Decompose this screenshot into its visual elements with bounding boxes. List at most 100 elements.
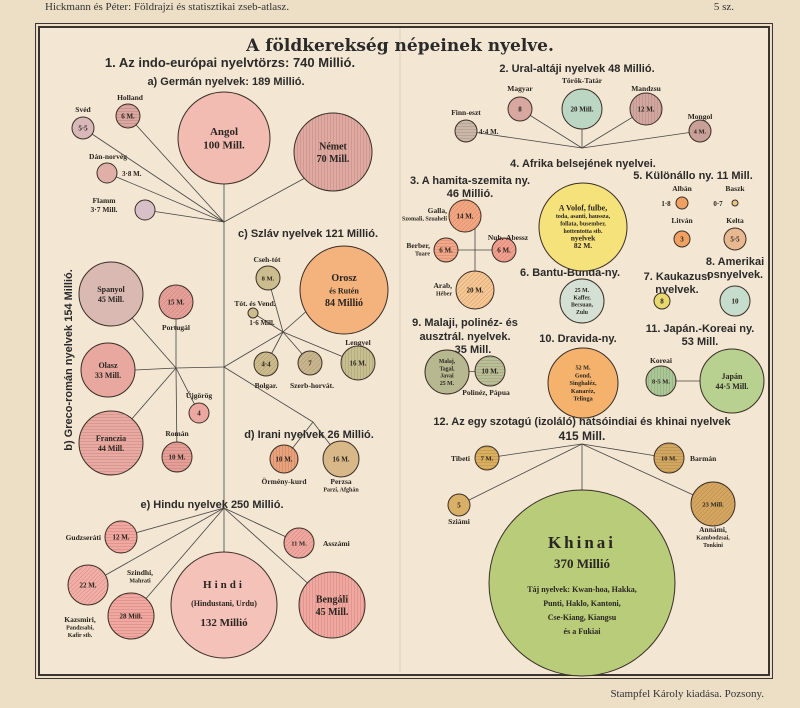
bubble-value: 4 M. bbox=[694, 128, 707, 135]
bubble-label: Kambodzsai, bbox=[696, 536, 730, 542]
language-bubble-amerikai: 10 bbox=[719, 285, 751, 317]
language-bubble-nubabessz: 6 M.Nub.-Abessz bbox=[488, 233, 529, 263]
bubble-circle bbox=[71, 116, 95, 140]
bubble-circle bbox=[538, 182, 628, 272]
bubble-value: Cse-Kiang, Kiangsu bbox=[548, 613, 617, 622]
bubble-value: 20 M. bbox=[466, 286, 483, 294]
bubble-value: 8 M. bbox=[262, 275, 275, 282]
bubble-value: 20 Mill. bbox=[571, 105, 594, 113]
bubble-circle bbox=[247, 307, 259, 319]
bubble-label: Tonkini bbox=[703, 543, 723, 549]
language-bubble-annami: 23 Mill.Annámi,Kambodzsai,Tonkini bbox=[690, 481, 736, 549]
bubble-value: Punti, Haklo, Kantoni, bbox=[543, 599, 621, 608]
bubble-value: Zulu bbox=[576, 310, 589, 316]
connector-line bbox=[581, 130, 701, 149]
bubble-value: 6 M. bbox=[121, 112, 135, 120]
bubble-value: 22 M. bbox=[79, 581, 96, 589]
bubble-value: és a Fukiai bbox=[564, 627, 602, 636]
atlas-header: Hickmann és Péter: Földrajzi és statiszt… bbox=[45, 1, 290, 13]
connector-line bbox=[144, 209, 225, 223]
bubble-label: Svéd bbox=[75, 105, 91, 114]
bubble-label: Török-Tatár bbox=[562, 76, 603, 85]
heading-h1c: c) Szláv nyelvek 121 Millió. bbox=[238, 228, 378, 240]
bubble-value: toda, asanti, haussza, bbox=[556, 214, 611, 220]
bubble-circle bbox=[80, 342, 136, 398]
bubble-circle bbox=[177, 91, 271, 185]
heading-h1: 1. Az indo-európai nyelvtörzs: 740 Milli… bbox=[105, 55, 355, 70]
bubble-value: Német bbox=[319, 141, 347, 152]
bubble-value: 370 Millió bbox=[554, 556, 610, 571]
connector-line bbox=[82, 127, 225, 223]
language-bubble-ormeny: 10 M.Örmény-kurd bbox=[262, 444, 307, 486]
bubble-label: Asszámi bbox=[323, 539, 350, 548]
bubble-value: Kaffer, bbox=[573, 295, 591, 301]
bubble-value: 10 M. bbox=[481, 367, 498, 375]
connector-line bbox=[465, 130, 583, 149]
bubble-value: 16 M. bbox=[349, 359, 366, 367]
connector-line bbox=[486, 443, 583, 459]
bubble-label: Berber, bbox=[406, 241, 430, 250]
heading-h11a: 11. Japán.-Koreai ny. bbox=[646, 323, 755, 335]
language-bubble-arab: 20 M.Arab,Héber bbox=[433, 270, 495, 310]
bubble-circle bbox=[547, 347, 619, 419]
bubble-hatching bbox=[299, 572, 365, 638]
bubble-label: 3·7 Mill. bbox=[90, 205, 117, 214]
bubble-value: Japán bbox=[722, 372, 743, 381]
connector-line bbox=[223, 366, 314, 423]
bubble-value: 12 M. bbox=[112, 533, 129, 541]
bubble-hatching bbox=[475, 446, 499, 470]
bubble-value: 10 M. bbox=[275, 455, 292, 463]
bubble-circle bbox=[731, 199, 739, 207]
bubble-hatching bbox=[254, 352, 278, 376]
bubble-circle bbox=[134, 199, 156, 221]
bubble-value: 14 M. bbox=[456, 212, 473, 220]
bubble-label: Magyar bbox=[507, 84, 533, 93]
bubble-label: Galla, bbox=[428, 206, 448, 215]
bubble-hatching bbox=[449, 200, 481, 232]
bubble-value: Khinai bbox=[548, 533, 616, 552]
bubble-hatching bbox=[162, 442, 192, 472]
heading-h1d: d) Irani nyelvek 26 Millió. bbox=[244, 429, 374, 441]
language-bubble-tibeti: 7 M.Tibeti bbox=[451, 445, 500, 471]
bubble-hatching bbox=[654, 443, 684, 473]
heading-title: A földkerekség népeinek nyelve. bbox=[245, 36, 554, 56]
bubble-hatching bbox=[475, 356, 505, 386]
bubble-label: Nub.-Abessz bbox=[488, 233, 529, 242]
bubble-value: 84 Millió bbox=[325, 298, 363, 309]
language-bubble-kazsmiri: 28 Mill.Kazsmiri,Pandzsabi,Kafir stb. bbox=[64, 592, 155, 640]
bubble-label: Finn-eszt bbox=[451, 108, 481, 117]
language-bubble-galla: 14 M.Galla,Szomali, Szuaheli bbox=[402, 199, 482, 233]
bubble-value: nyelvek bbox=[571, 233, 596, 242]
bubble-hatching bbox=[434, 238, 458, 262]
bubble-hatching bbox=[455, 120, 477, 142]
bubble-label: Sziámi bbox=[448, 517, 470, 526]
bubble-value: 44 Mill. bbox=[98, 444, 124, 453]
heading-h9a: 9. Malaji, polinéz- és bbox=[412, 317, 518, 329]
bubble-circle bbox=[561, 88, 603, 130]
bubble-hatching bbox=[270, 445, 298, 473]
bubble-value: Hindi bbox=[203, 579, 245, 591]
connector-line bbox=[134, 367, 177, 371]
language-bubble-bantu: 25 M.Kaffer,Becsuan,Zulu bbox=[559, 278, 605, 324]
bubble-label: Kelta bbox=[726, 216, 744, 225]
bubble-value: 4·4 bbox=[261, 360, 271, 368]
bubble-label: Parzi, Afghán bbox=[323, 488, 359, 494]
publisher-footer: Stampfel Károly kiadása. Pozsony. bbox=[610, 688, 764, 700]
bubble-value: 7 bbox=[308, 359, 312, 367]
bubble-value: 132 Millió bbox=[200, 617, 248, 629]
bubble-value: Táj nyelvek: Kwan-hoa, Hakka, bbox=[527, 585, 637, 594]
